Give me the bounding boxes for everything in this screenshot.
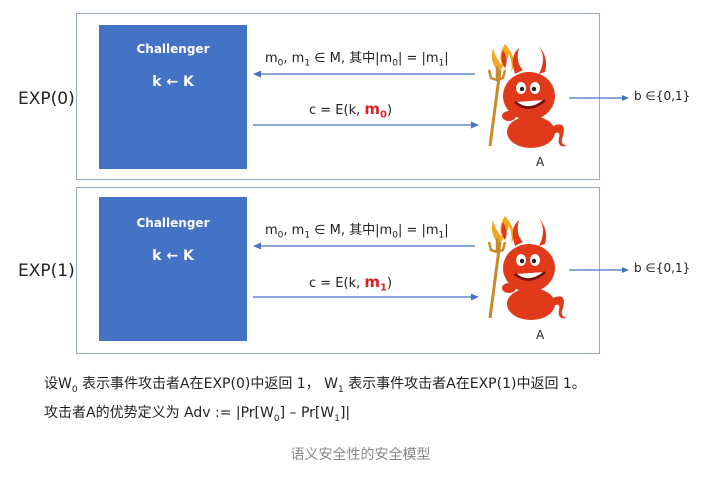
- exp1-devil-icon: [487, 216, 567, 320]
- exp1-adversary-label: A: [536, 328, 545, 342]
- exp0-msg-top: m0, m1 ∈ M, 其中|m0| = |m1|: [265, 51, 449, 69]
- exp0-arrow-left: [253, 70, 475, 78]
- exp1-arrow-right: [253, 293, 479, 301]
- exp0-challenger-title: Challenger: [136, 42, 210, 56]
- figure-caption: 语义安全性的安全模型: [290, 447, 431, 463]
- exp1-challenger-title: Challenger: [136, 216, 210, 230]
- exp1-challenger-key: k ← K: [152, 248, 194, 264]
- exp1-challenger-box: Challenger k ← K: [99, 197, 247, 341]
- definition-line-1: 设W0 表示事件攻击者A在EXP(0)中返回 1， W1 表示事件攻击者A在EX…: [44, 376, 586, 395]
- exp0-adversary-label: A: [536, 155, 545, 169]
- exp0-msg-bottom: c = E(k, m0): [309, 100, 393, 121]
- exp0-panel: Challenger k ← K m0, m1 ∈ M, 其中|m0| = |m…: [76, 13, 629, 180]
- exp0-challenger-box: Challenger k ← K: [99, 25, 247, 169]
- exp1-label: EXP(1): [18, 261, 75, 281]
- exp0-output-label: b ∈{0,1}: [634, 89, 691, 103]
- exp1-output-arrow: [569, 267, 629, 273]
- exp1-msg-top: m0, m1 ∈ M, 其中|m0| = |m1|: [265, 223, 449, 241]
- exp1-msg-bottom: c = E(k, m1): [309, 273, 393, 294]
- definition-line-2: 攻击者A的优势定义为 Adv := |Pr[W0] – Pr[W1]|: [44, 405, 351, 424]
- exp0-challenger-key: k ← K: [152, 74, 194, 90]
- exp0-label: EXP(0): [18, 89, 75, 109]
- exp1-panel: Challenger k ← K m0, m1 ∈ M, 其中|m0| = |m…: [76, 187, 629, 354]
- exp0-arrow-right: [253, 121, 479, 129]
- exp1-arrow-left: [253, 242, 475, 250]
- exp1-output-label: b ∈{0,1}: [634, 261, 691, 275]
- exp0-output-arrow: [569, 95, 629, 101]
- exp0-devil-icon: [487, 44, 567, 148]
